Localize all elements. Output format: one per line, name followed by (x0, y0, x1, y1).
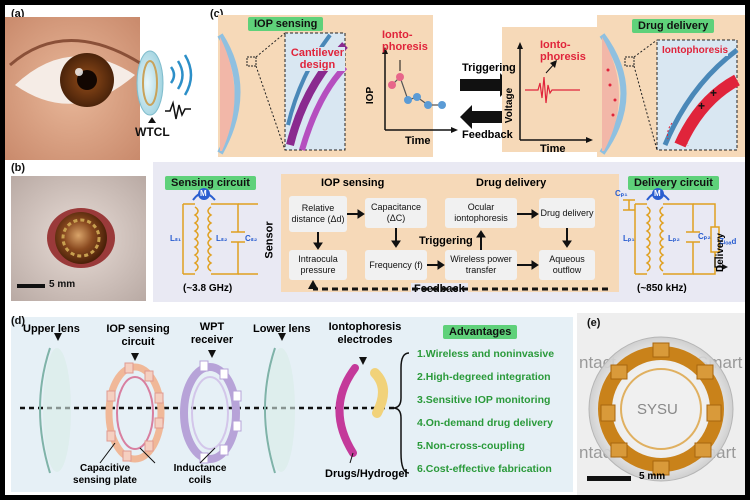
panel-e-label: (e) (587, 317, 601, 329)
svg-text:+: + (698, 99, 705, 113)
time-axis-left: Time (405, 135, 431, 147)
panel-b-label: (b) (11, 162, 26, 174)
advantage-item: 4.On-demand drug delivery (417, 417, 553, 429)
iop-axis-label: IOP (365, 86, 377, 105)
svg-text:SYSU: SYSU (637, 401, 678, 418)
sensor-label: Sensor (263, 221, 276, 259)
ls2-label: Lₛ₂ (216, 234, 228, 243)
delivery-out-label: Delivery (715, 233, 726, 272)
device-photo: SYSU (587, 336, 734, 482)
relative-distance-box: Relative distance (Δd) (289, 196, 347, 232)
rabbit-eye-photo (11, 176, 146, 301)
capacitive-label: Capacitive sensing plate (73, 463, 137, 486)
delivery-circuit-tag: Delivery circuit (628, 176, 719, 190)
rabbit-scale-label: 5 mm (49, 279, 76, 290)
drug-header: Drug delivery (476, 177, 547, 189)
ls1-label: Lₛ₁ (170, 234, 182, 243)
intraocular-box: Intraocula pressure (289, 250, 347, 280)
lp1-label: Lₚ₁ (623, 234, 635, 243)
circuit-graphics (182, 174, 728, 292)
svg-text:+: + (710, 86, 717, 100)
cs2-label: Cₛ₂ (245, 234, 258, 243)
advantage-item: 5.Non-cross-coupling (417, 440, 525, 452)
panel-e: (e) ntact Smart ntact mart SYSU 5 mm (577, 313, 745, 495)
capacitance-box: Capacitance (ΔC) (365, 198, 427, 228)
advantages-tag: Advantages (443, 325, 518, 339)
eye-illustration (5, 17, 193, 160)
ocular-iontophoresis-box: Ocular iontophoresis (445, 198, 517, 228)
panel-b: (b) 5 mm (5, 162, 153, 302)
triggering-label: Triggering (462, 62, 516, 74)
frequency-box: Frequency (f) (365, 250, 427, 280)
iop-header: IOP sensing (321, 177, 385, 189)
upper-lens-label: Upper lens (23, 323, 80, 335)
advantage-item: 1.Wireless and noninvasive (417, 348, 555, 360)
iontophoresis-left-label: Ionto-phoresis (382, 29, 428, 53)
iop-circuit-label: IOP sensing circuit (106, 323, 170, 348)
drugs-label: Drugs/Hydrogel (325, 468, 408, 480)
panel-d: (d) (5, 313, 575, 495)
wireless-power-box: Wireless power transfer (445, 250, 517, 280)
m-label-right: M (654, 189, 661, 198)
circuit-panel: Sensing circuit Delivery circuit (153, 162, 745, 302)
time-axis-right: Time (540, 143, 566, 155)
wtcl-label: WTCL (135, 125, 170, 139)
feedback-label: Feedback (462, 129, 513, 141)
advantage-item: 6.Cost-effective fabrication (417, 463, 552, 475)
aqueous-outflow-box: Aqueous outflow (539, 250, 595, 280)
feedback-flow-label: Feedback (411, 283, 468, 295)
iop-sensing-tag: IOP sensing (248, 17, 324, 31)
iontophoresis-right-label: Ionto-phoresis (540, 39, 586, 63)
exploded-view (20, 333, 410, 474)
drug-delivery-tag: Drug delivery (632, 19, 715, 33)
advantage-item: 2.High-degreed integration (417, 371, 551, 383)
cp2-label: Cₚ₂ (698, 232, 711, 241)
cantilever-label: Cantilever design (290, 47, 345, 71)
panel-c: (c) IOP sensing (210, 5, 745, 160)
inductance-label: Inductance coils (173, 463, 227, 486)
cp1-label: Cₚ₁ (615, 189, 628, 198)
panel-a: (a) WTCL (5, 5, 210, 160)
electrodes-label: Iontophoresis electrodes (328, 321, 402, 346)
lp2-label: Lₚ₂ (668, 234, 680, 243)
voltage-axis-label: Voltage (504, 87, 516, 124)
iontophoresis-zoom-label: Iontophoresis (662, 45, 729, 56)
triggering-flow-label: Triggering (419, 235, 473, 247)
m-label-left: M (200, 189, 207, 198)
lower-lens-label: Lower lens (253, 323, 311, 335)
advantage-item: 3.Sensitive IOP monitoring (417, 394, 551, 406)
drug-delivery-box: Drug delivery (539, 198, 595, 228)
sensing-circuit-tag: Sensing circuit (165, 176, 256, 190)
zload-label: Zₗₒₐd (719, 237, 737, 246)
figure: (a) WTCL (c) IOP sensing (5, 5, 745, 495)
panel-d-label: (d) (11, 315, 26, 327)
wpt-label: WPT receiver (190, 321, 234, 346)
device-scale-label: 5 mm (639, 471, 666, 482)
freq-left-label: (~3.8 GHz) (183, 283, 233, 294)
freq-right-label: (~850 kHz) (637, 283, 687, 294)
